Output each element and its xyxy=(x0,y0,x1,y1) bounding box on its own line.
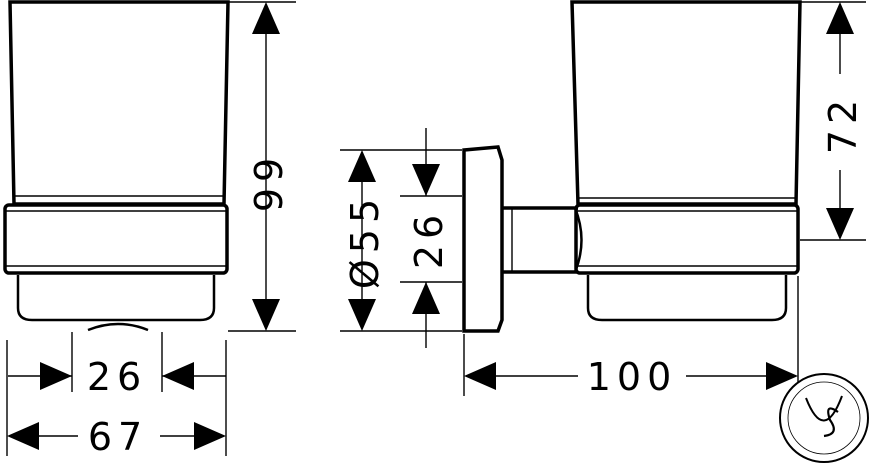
side-holder-ring xyxy=(574,203,800,275)
dimension-99: 99 xyxy=(228,1,296,332)
dimension-26-bottom: 26 xyxy=(8,332,226,399)
side-glass-bottom xyxy=(586,275,788,322)
dimension-100-label: 100 xyxy=(587,355,678,399)
dimension-26-vertical-label: 26 xyxy=(407,209,451,269)
front-glass-bottom xyxy=(16,275,216,322)
dimension-26-bottom-label: 26 xyxy=(87,355,147,399)
front-holder-ring xyxy=(3,203,229,275)
dimension-72: 72 xyxy=(800,1,866,241)
dimension-100: 100 xyxy=(463,276,799,399)
front-view xyxy=(3,0,230,332)
dimension-diameter-55: Ø55 xyxy=(340,149,462,332)
side-rosette xyxy=(462,145,504,333)
luxury-interiors-logo xyxy=(779,373,869,463)
front-glass xyxy=(8,0,230,206)
dimension-67: 67 xyxy=(6,340,227,459)
dimension-diameter-55-label: Ø55 xyxy=(343,193,387,289)
side-glass xyxy=(570,0,802,206)
dimension-26-vertical: 26 xyxy=(400,128,462,348)
dimension-72-label: 72 xyxy=(821,94,865,154)
dimension-67-label: 67 xyxy=(88,415,148,459)
dimension-99-label: 99 xyxy=(247,152,291,212)
side-view xyxy=(462,0,802,333)
